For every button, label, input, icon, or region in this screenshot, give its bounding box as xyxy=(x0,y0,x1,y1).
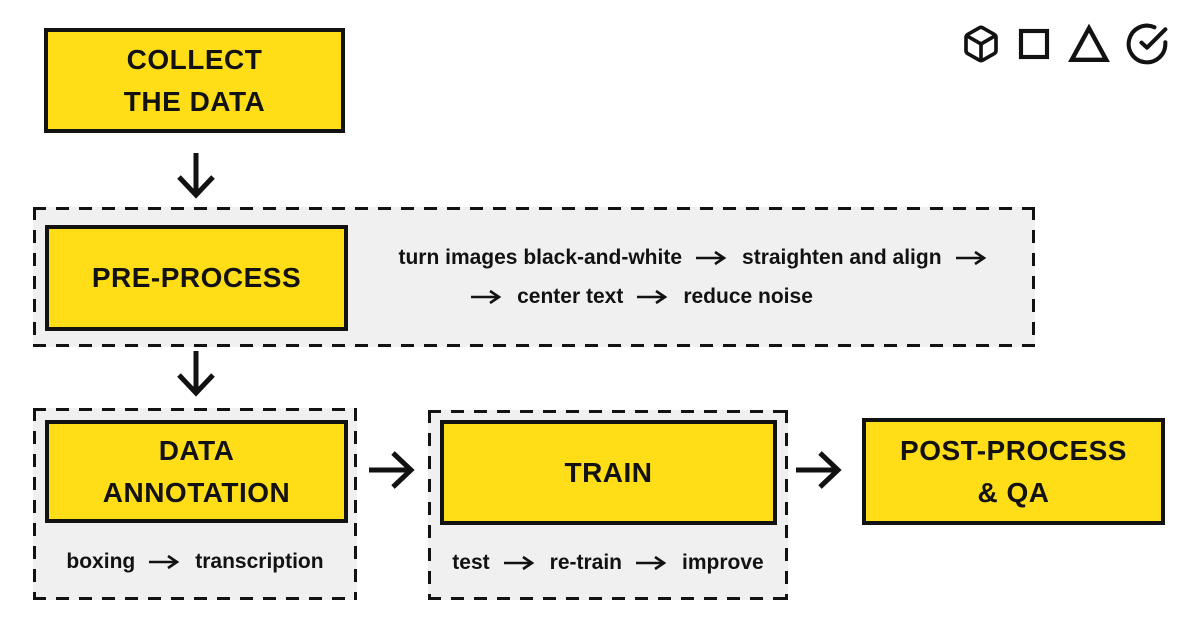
collect-data-label-line1: COLLECT xyxy=(126,43,263,75)
dashed-border xyxy=(428,597,788,600)
arrow-right-icon xyxy=(636,555,667,570)
collect-data-node: COLLECT THE DATA xyxy=(44,28,345,133)
train-steps: test re-train improve xyxy=(428,525,788,600)
arrow-right-icon xyxy=(149,554,180,569)
dashed-border xyxy=(428,410,788,413)
train-label: TRAIN xyxy=(564,456,653,488)
annotation-steps-line: boxing transcription xyxy=(66,550,323,574)
shape-toolbar xyxy=(961,22,1170,66)
triangle-icon xyxy=(1068,23,1110,62)
postprocess-qa-node: POST-PROCESS & QA xyxy=(862,418,1165,525)
postprocess-label-line2: & QA xyxy=(977,476,1050,508)
dashed-border xyxy=(33,207,1035,210)
dashed-border xyxy=(33,207,36,347)
step-label: test xyxy=(452,550,490,574)
preprocess-steps: turn images black-and-white straighten a… xyxy=(352,207,1035,347)
preprocess-steps-line1: turn images black-and-white straighten a… xyxy=(398,246,988,270)
postprocess-label-line1: POST-PROCESS xyxy=(900,434,1127,466)
data-annotation-node: DATA ANNOTATION xyxy=(45,420,348,523)
cube-3d-icon xyxy=(964,25,998,63)
train-node: TRAIN xyxy=(440,420,777,525)
arrow-down-icon xyxy=(177,351,215,397)
arrow-right-icon xyxy=(955,250,986,265)
dashed-border xyxy=(785,410,788,600)
step-label: improve xyxy=(682,550,764,574)
dashed-border xyxy=(33,597,357,600)
step-label: turn images black-and-white xyxy=(398,245,683,269)
data-annotation-label-line1: DATA xyxy=(158,434,235,466)
check-circle-icon xyxy=(1126,23,1168,65)
dashed-border xyxy=(33,344,1035,347)
dashed-border xyxy=(1032,207,1035,347)
step-label: boxing xyxy=(66,549,136,573)
annotation-steps: boxing transcription xyxy=(33,523,357,600)
arrow-right-icon xyxy=(503,555,534,570)
preprocess-node: PRE-PROCESS xyxy=(45,225,348,331)
dashed-border xyxy=(354,408,357,600)
dashed-border xyxy=(428,410,431,600)
data-annotation-label-line2: ANNOTATION xyxy=(102,476,291,508)
preprocess-label: PRE-PROCESS xyxy=(91,262,302,293)
arrow-right-icon xyxy=(471,289,502,304)
step-label: straighten and align xyxy=(742,245,942,269)
train-steps-line: test re-train improve xyxy=(452,551,763,575)
arrow-right-icon xyxy=(796,451,842,489)
step-label: transcription xyxy=(195,549,324,573)
arrow-down-icon xyxy=(177,153,215,199)
dashed-border xyxy=(33,408,357,411)
dashed-border xyxy=(33,408,36,600)
arrow-right-icon xyxy=(369,451,415,489)
preprocess-steps-line2: center text reduce noise xyxy=(470,285,813,309)
step-label: reduce noise xyxy=(683,284,813,308)
arrow-right-icon xyxy=(696,250,727,265)
collect-data-label-line2: THE DATA xyxy=(123,85,266,117)
step-label: re-train xyxy=(549,550,622,574)
square-icon xyxy=(1018,28,1050,60)
arrow-right-icon xyxy=(637,289,668,304)
step-label: center text xyxy=(517,284,624,308)
